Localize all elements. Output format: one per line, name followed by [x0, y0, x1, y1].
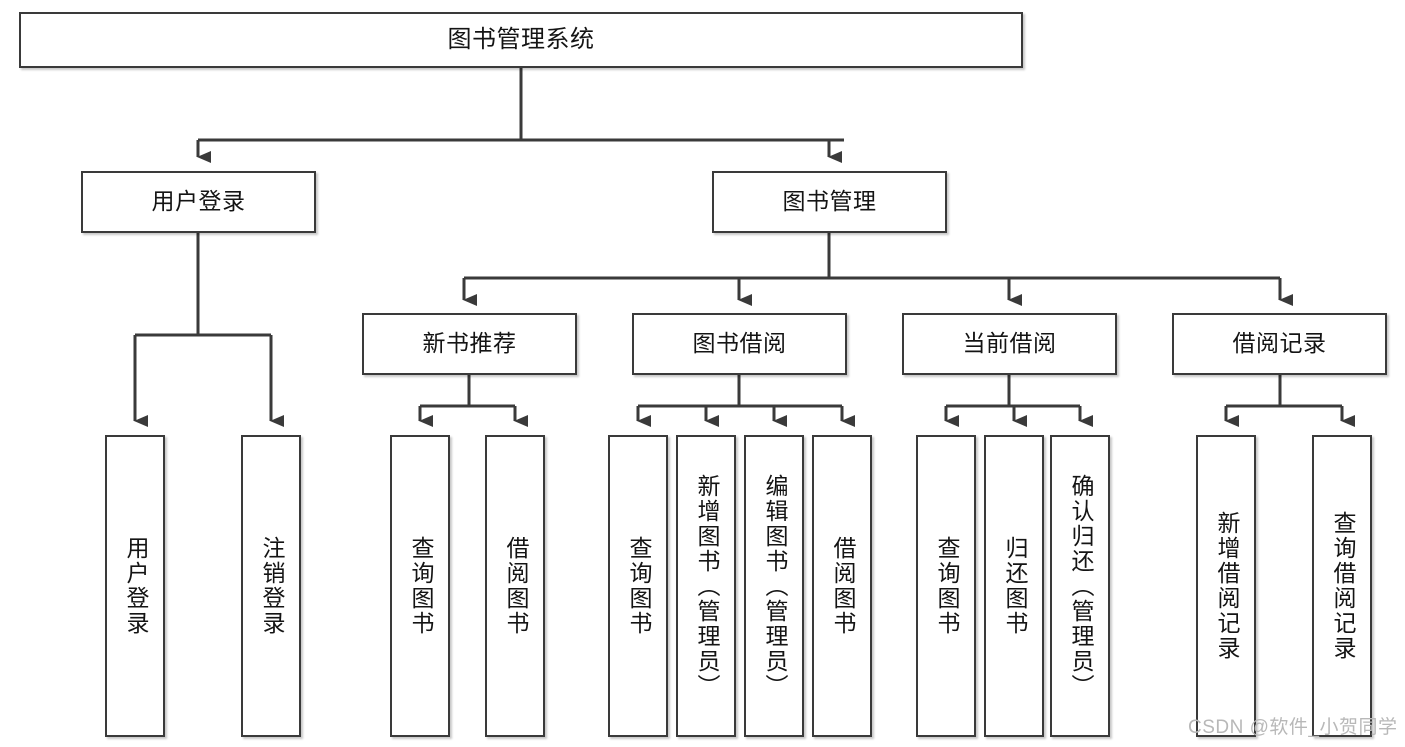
- node-user-login[interactable]: 用户登录: [81, 171, 316, 233]
- node-book-borrow[interactable]: 图书借阅: [632, 313, 847, 375]
- leaf-current-confirm-return-admin[interactable]: 确认归还（管理员）: [1050, 435, 1110, 737]
- node-label: 用户登录: [151, 188, 246, 215]
- node-label: 借阅记录: [1232, 330, 1327, 357]
- node-current-borrow[interactable]: 当前借阅: [902, 313, 1117, 375]
- node-label: 注销登录: [258, 536, 285, 636]
- leaf-borrow-query-books[interactable]: 查询图书: [608, 435, 668, 737]
- leaf-borrow-edit-book-admin[interactable]: 编辑图书（管理员）: [744, 435, 804, 737]
- node-label: 当前借阅: [962, 330, 1057, 357]
- leaf-records-add-record[interactable]: 新增借阅记录: [1196, 435, 1256, 737]
- node-label: 查询图书: [625, 536, 652, 636]
- node-label: 借阅图书: [502, 536, 529, 636]
- node-root-book-management-system[interactable]: 图书管理系统: [19, 12, 1023, 68]
- node-label: 查询借阅记录: [1329, 511, 1356, 661]
- leaf-recommend-query-books[interactable]: 查询图书: [390, 435, 450, 737]
- node-label: 查询图书: [933, 536, 960, 636]
- node-label: 用户登录: [122, 536, 149, 636]
- leaf-records-query-record[interactable]: 查询借阅记录: [1312, 435, 1372, 737]
- node-label: 图书管理: [782, 188, 877, 215]
- node-new-book-recommend[interactable]: 新书推荐: [362, 313, 577, 375]
- node-borrow-records[interactable]: 借阅记录: [1172, 313, 1387, 375]
- node-label: 图书借阅: [692, 330, 787, 357]
- node-label: 编辑图书（管理员）: [761, 473, 788, 699]
- node-label: 新书推荐: [422, 330, 517, 357]
- node-label: 图书管理系统: [447, 25, 595, 53]
- node-label: 归还图书: [1001, 536, 1028, 636]
- leaf-borrow-add-book-admin[interactable]: 新增图书（管理员）: [676, 435, 736, 737]
- node-label: 查询图书: [407, 536, 434, 636]
- node-label: 新增图书（管理员）: [693, 473, 720, 699]
- node-label: 借阅图书: [829, 536, 856, 636]
- node-label: 新增借阅记录: [1213, 511, 1240, 661]
- leaf-recommend-borrow-books[interactable]: 借阅图书: [485, 435, 545, 737]
- leaf-user-login-signin[interactable]: 用户登录: [105, 435, 165, 737]
- csdn-watermark: CSDN @软件_小贺同学: [1188, 717, 1398, 738]
- node-book-management[interactable]: 图书管理: [712, 171, 947, 233]
- leaf-current-return-books[interactable]: 归还图书: [984, 435, 1044, 737]
- leaf-borrow-borrow-books[interactable]: 借阅图书: [812, 435, 872, 737]
- node-label: 确认归还（管理员）: [1067, 473, 1094, 699]
- leaf-current-query-books[interactable]: 查询图书: [916, 435, 976, 737]
- leaf-user-login-signout[interactable]: 注销登录: [241, 435, 301, 737]
